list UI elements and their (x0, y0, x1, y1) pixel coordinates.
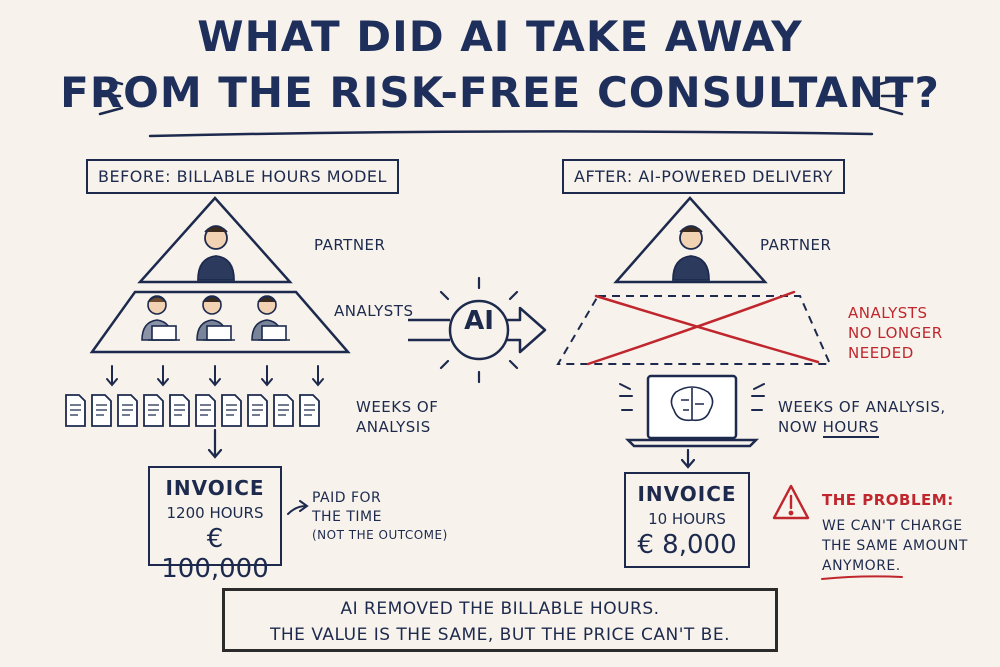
before-docs-label-line1: WEEKS OF (356, 398, 439, 416)
before-invoice: INVOICE 1200 HOURS € 100,000 (148, 466, 282, 584)
document-icon (247, 394, 268, 427)
before-invoice-arrow (207, 428, 223, 459)
before-partner-triangle (137, 196, 293, 284)
document-icon (299, 394, 320, 427)
document-icon (91, 394, 112, 427)
ai-badge-label: AI (464, 306, 494, 336)
after-removed-analysts (556, 295, 832, 365)
after-removed-line3: NEEDED (848, 344, 914, 362)
document-icon (65, 394, 86, 427)
before-invoice-title: INVOICE (165, 476, 265, 500)
after-invoice-arrow (680, 448, 696, 469)
ai-transform-arrow (408, 306, 547, 354)
before-documents-row (65, 394, 320, 427)
after-removed-line1: ANALYSTS (848, 304, 928, 322)
title-underline (148, 130, 874, 138)
page-title-line2: FROM THE RISK-FREE CONSULTANT? (60, 68, 940, 117)
before-note-arrow (287, 500, 309, 515)
after-laptop-label-line1: WEEKS OF ANALYSIS, (778, 398, 946, 416)
document-icon (117, 394, 138, 427)
before-docs-label-line2: ANALYSIS (356, 418, 431, 436)
removed-cross (586, 290, 820, 366)
after-invoice-amount: € 8,000 (637, 530, 737, 560)
before-note-line1: PAID FOR (312, 490, 382, 506)
before-analysts-trapezoid (89, 290, 351, 354)
conclusion-box: AI REMOVED THE BILLABLE HOURS. THE VALUE… (222, 588, 778, 652)
document-icon (221, 394, 242, 427)
document-icon (273, 394, 294, 427)
warning-icon (772, 484, 810, 520)
brain-icon (670, 386, 714, 422)
after-laptop-label-prefix: NOW (778, 418, 823, 436)
before-note-line2: THE TIME (312, 509, 382, 525)
before-partner-person (197, 225, 235, 281)
conclusion-line1: AI REMOVED THE BILLABLE HOURS. (340, 599, 660, 619)
after-invoice: INVOICE 10 HOURS € 8,000 (624, 472, 750, 568)
conclusion-line2: THE VALUE IS THE SAME, BUT THE PRICE CAN… (270, 625, 730, 645)
after-invoice-title: INVOICE (637, 482, 737, 506)
problem-underline (821, 575, 903, 580)
after-invoice-hours: 10 HOURS (648, 510, 726, 528)
ai-badge-rays (439, 276, 519, 384)
problem-line2: THE SAME AMOUNT (822, 538, 968, 554)
laptop-rays (619, 383, 765, 411)
after-removed-line2: NO LONGER (848, 324, 943, 342)
ai-badge-circle (448, 299, 510, 361)
document-icon (195, 394, 216, 427)
before-note-line3: (NOT THE OUTCOME) (312, 528, 448, 542)
after-partner-label: PARTNER (760, 236, 832, 254)
after-heading: AFTER: AI-POWERED DELIVERY (562, 159, 846, 194)
before-doc-arrows (106, 365, 324, 387)
document-icon (169, 394, 190, 427)
problem-line1: WE CAN'T CHARGE (822, 518, 963, 534)
before-analysts-people (141, 295, 290, 341)
before-heading: BEFORE: BILLABLE HOURS MODEL (86, 159, 399, 194)
before-analysts-label: ANALYSTS (334, 302, 414, 320)
problem-line3: ANYMORE. (822, 558, 901, 574)
page-title-line1: WHAT DID AI TAKE AWAY (197, 12, 803, 61)
before-invoice-amount: € 100,000 (161, 524, 269, 584)
title-mark-left (94, 76, 124, 116)
after-laptop-label-line2: NOW HOURS (778, 418, 880, 438)
after-partner-person (672, 225, 710, 281)
before-partner-label: PARTNER (314, 236, 386, 254)
before-invoice-hours: 1200 HOURS (166, 504, 264, 522)
problem-title: THE PROBLEM: (822, 491, 954, 509)
document-icon (143, 394, 164, 427)
title-mark-right (878, 76, 908, 116)
after-partner-triangle (613, 196, 768, 284)
after-laptop-label-emph: HOURS (822, 418, 880, 438)
